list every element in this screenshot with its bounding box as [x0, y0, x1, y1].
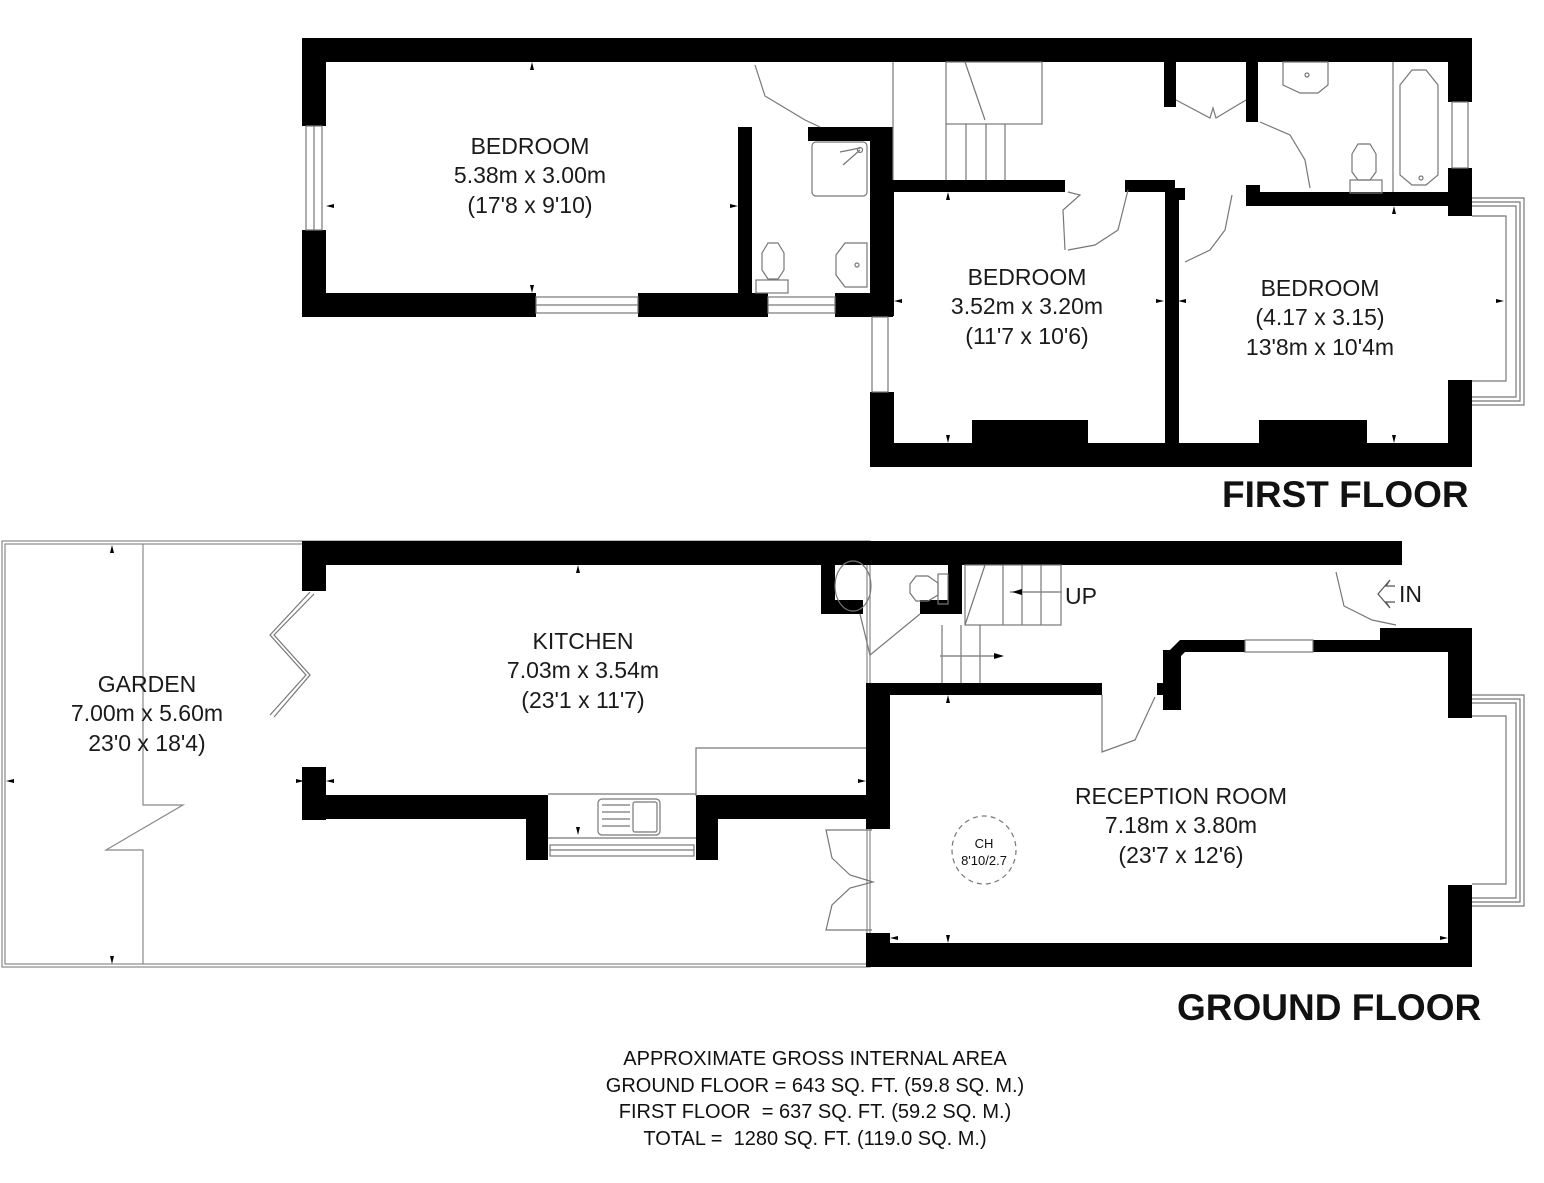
room-name: RECEPTION ROOM	[1074, 783, 1288, 809]
room-name: KITCHEN	[532, 628, 634, 654]
stairs-up-label: UP	[1065, 583, 1097, 609]
room-label-kitchen: KITCHEN 7.03m x 3.54m (23'1 x 11'7)	[468, 627, 698, 715]
room-label-garden: GARDEN 7.00m x 5.60m 23'0 x 18'4)	[32, 670, 262, 758]
first-floor-walls	[302, 38, 1472, 467]
ground-floor-title: GROUND FLOOR	[1177, 987, 1482, 1028]
room-imperial: (23'1 x 11'7)	[521, 686, 645, 713]
room-metric: 5.38m x 3.00m	[453, 162, 607, 189]
ceiling-height-value: 8'10/2.7	[961, 852, 1007, 868]
area-ground-floor: GROUND FLOOR = 643 SQ. FT. (59.8 SQ. M.)	[605, 1074, 1025, 1097]
ground-floor-arrows	[6, 545, 1448, 964]
area-first-floor: FIRST FLOOR = 637 SQ. FT. (59.2 SQ. M.)	[618, 1101, 1012, 1124]
ceiling-height-label: CH	[974, 836, 994, 851]
room-label-bedroom-1: BEDROOM 5.38m x 3.00m (17'8 x 9'10)	[415, 132, 645, 220]
room-imperial: (11'7 x 10'6)	[965, 322, 1089, 349]
area-summary: APPROXIMATE GROSS INTERNAL AREA GROUND F…	[520, 1046, 1110, 1152]
room-name: BEDROOM	[1260, 275, 1380, 301]
room-label-bedroom-2: BEDROOM 3.52m x 3.20m (11'7 x 10'6)	[912, 263, 1142, 351]
room-metric: 3.52m x 3.20m	[950, 293, 1104, 320]
room-imperial: 23'0 x 18'4)	[88, 729, 206, 756]
room-imperial: 13'8m x 10'4m	[1245, 333, 1395, 360]
room-metric: 7.18m x 3.80m	[1104, 812, 1258, 839]
room-imperial: (23'7 x 12'6)	[1118, 841, 1244, 868]
first-floor-title: FIRST FLOOR	[1222, 474, 1469, 515]
entrance-arrow-icon	[1377, 579, 1395, 609]
first-floor-fixtures	[305, 61, 1525, 406]
room-metric: (4.17 x 3.15)	[1255, 304, 1385, 331]
ground-floor-walls	[302, 541, 1472, 967]
area-heading: APPROXIMATE GROSS INTERNAL AREA	[623, 1048, 1007, 1070]
room-metric: 7.00m x 5.60m	[70, 700, 224, 727]
room-imperial: (17'8 x 9'10)	[467, 191, 593, 218]
ceiling-height-marker: CH 8'10/2.7	[948, 836, 1020, 870]
ground-floor-fixtures	[269, 560, 1525, 931]
entrance-label: IN	[1399, 581, 1422, 607]
room-name: BEDROOM	[967, 264, 1087, 290]
first-floor-dimension-markers	[326, 62, 1504, 443]
room-label-reception: RECEPTION ROOM 7.18m x 3.80m (23'7 x 12'…	[1046, 782, 1316, 870]
room-name: BEDROOM	[470, 133, 590, 159]
area-total: TOTAL = 1280 SQ. FT. (119.0 SQ. M.)	[643, 1127, 987, 1150]
room-label-bedroom-3: BEDROOM (4.17 x 3.15) 13'8m x 10'4m	[1205, 274, 1435, 362]
room-name: GARDEN	[97, 671, 197, 697]
room-metric: 7.03m x 3.54m	[506, 657, 660, 684]
